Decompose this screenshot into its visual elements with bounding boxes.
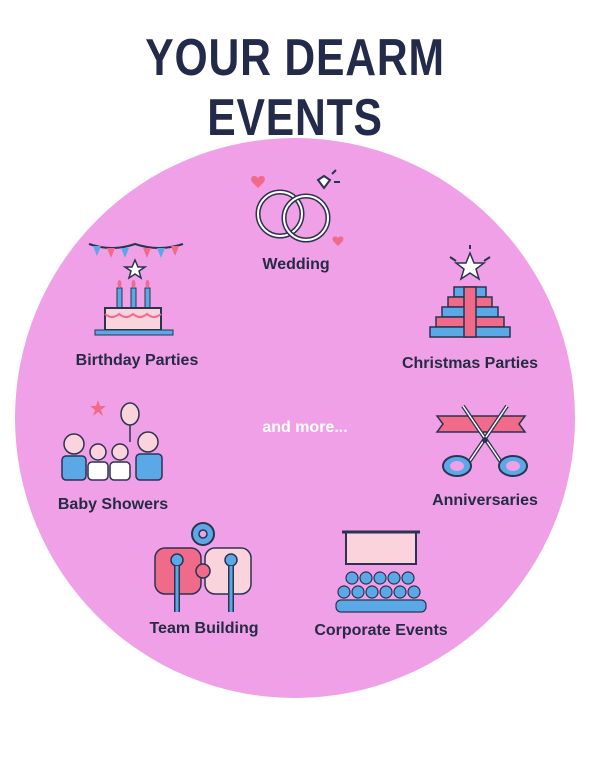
rings-icon [251, 169, 344, 246]
event-christmas: Christmas Parties [390, 245, 550, 373]
event-wedding: Wedding [236, 168, 356, 274]
event-label: Corporate Events [314, 622, 448, 639]
event-label: Team Building [149, 620, 259, 637]
cake-icon [88, 242, 184, 336]
scissors-ribbon-icon [435, 404, 528, 477]
puzzle-team-icon [154, 522, 252, 612]
event-corporate: Corporate Events [306, 528, 456, 640]
tree-icon [429, 245, 511, 338]
event-anniversaries: Anniversaries [420, 402, 550, 510]
family-icon [61, 400, 163, 481]
event-label: Christmas Parties [401, 355, 539, 372]
event-birthday: Birthday Parties [62, 240, 212, 370]
event-label: Birthday Parties [75, 352, 199, 369]
event-label: Baby Showers [57, 496, 169, 513]
event-label: Wedding [262, 256, 330, 273]
and-more-text: and more... [262, 419, 348, 436]
event-baby-showers: Baby Showers [38, 398, 188, 514]
page-title: YOUR DEARM EVENTS [145, 29, 445, 147]
event-label: Anniversaries [432, 492, 538, 509]
audience-screen-icon [335, 530, 427, 613]
event-team-building: Team Building [134, 518, 274, 638]
